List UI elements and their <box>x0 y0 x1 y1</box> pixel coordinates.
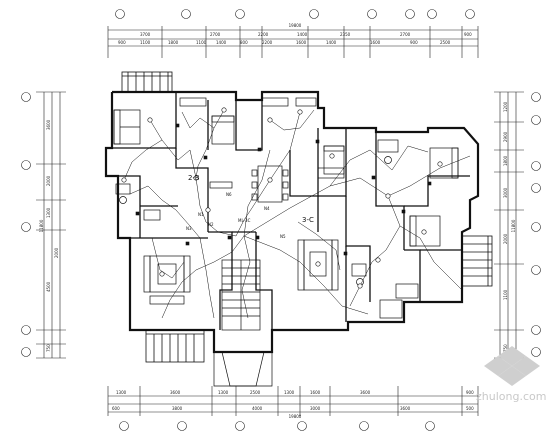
svg-text:3000: 3000 <box>310 406 321 411</box>
interior-walls <box>112 92 470 330</box>
bottom-overall-dimension: 19800 <box>289 414 302 419</box>
left-axis-bubbles <box>21 92 31 357</box>
svg-text:1100: 1100 <box>140 40 151 45</box>
top-overall-dimension: 19800 <box>289 23 302 28</box>
bottom-axis-bubbles <box>119 421 435 431</box>
svg-text:1600: 1600 <box>296 40 307 45</box>
left-dimension-chain <box>36 91 66 359</box>
svg-text:2000: 2000 <box>54 247 59 258</box>
svg-text:1200: 1200 <box>503 101 508 112</box>
top-axis-bubbles <box>115 9 475 19</box>
left-dims: 3600 2000 1300 2000 4500 750 <box>46 119 59 352</box>
svg-text:1600: 1600 <box>370 40 381 45</box>
top-dims-row1: 3700 2700 2200 1400 2350 2700 900 <box>140 32 472 37</box>
svg-text:1100: 1100 <box>196 40 207 45</box>
svg-text:3800: 3800 <box>172 406 183 411</box>
svg-text:1300: 1300 <box>218 390 229 395</box>
circuit-tag: N2 <box>208 222 214 227</box>
stair-core <box>213 259 273 387</box>
svg-text:1300: 1300 <box>116 390 127 395</box>
circuit-tag: N6 <box>226 192 232 197</box>
svg-text:800: 800 <box>240 40 248 45</box>
circuit-tag: N1 <box>198 212 204 217</box>
bottom-dims-row1: 1300 3600 1300 2500 1300 1600 3600 900 <box>116 390 474 395</box>
unit-label-2b: 2-B <box>188 174 200 182</box>
svg-text:4500: 4500 <box>46 281 51 292</box>
svg-text:900: 900 <box>466 390 474 395</box>
watermark-text: zhulong.com <box>476 390 546 403</box>
svg-text:750: 750 <box>46 344 51 352</box>
svg-text:3600: 3600 <box>400 406 411 411</box>
svg-text:2700: 2700 <box>210 32 221 37</box>
balconies <box>121 71 493 363</box>
svg-text:2200: 2200 <box>258 32 269 37</box>
svg-text:4000: 4000 <box>252 406 263 411</box>
svg-text:2900: 2900 <box>503 131 508 142</box>
svg-text:2200: 2200 <box>262 40 273 45</box>
svg-text:1400: 1400 <box>216 40 227 45</box>
bottom-dimension-chain <box>107 386 479 416</box>
svg-text:1800: 1800 <box>168 40 179 45</box>
svg-text:900: 900 <box>464 32 472 37</box>
svg-text:750: 750 <box>503 344 508 352</box>
right-dims: 1200 2900 1800 3000 2000 1100 750 <box>503 101 508 352</box>
circuit-tag: N5 <box>280 234 286 239</box>
svg-text:3600: 3600 <box>170 390 181 395</box>
svg-text:500: 500 <box>466 406 474 411</box>
svg-text:2500: 2500 <box>250 390 261 395</box>
panel-tags: ML-3C N1 N2 N3 N4 N5 N6 <box>186 192 286 239</box>
left-overall-dimension: 11800 <box>39 219 44 232</box>
electrical-wiring <box>123 109 471 319</box>
svg-text:2350: 2350 <box>340 32 351 37</box>
top-dimension-chain <box>107 26 479 58</box>
svg-text:3600: 3600 <box>46 119 51 130</box>
furniture <box>113 97 459 319</box>
electrical-symbols <box>121 107 443 289</box>
circuit-tag: N3 <box>186 226 192 231</box>
svg-text:1600: 1600 <box>310 390 321 395</box>
svg-text:1100: 1100 <box>503 289 508 300</box>
svg-text:1300: 1300 <box>284 390 295 395</box>
exterior-walls <box>104 90 480 354</box>
svg-text:2000: 2000 <box>503 233 508 244</box>
svg-text:1400: 1400 <box>297 32 308 37</box>
top-dims-row2: 900 1100 1800 1100 1400 800 2200 1600 14… <box>118 40 451 45</box>
distribution-panel-tag: ML-3C <box>238 218 251 223</box>
svg-text:3600: 3600 <box>360 390 371 395</box>
svg-text:1400: 1400 <box>326 40 337 45</box>
bottom-dims-row2: 600 3800 4000 3000 3600 500 <box>112 406 474 411</box>
right-dimension-chain <box>494 91 524 359</box>
svg-text:3700: 3700 <box>140 32 151 37</box>
svg-text:1300: 1300 <box>46 207 51 218</box>
svg-text:600: 600 <box>112 406 120 411</box>
svg-text:900: 900 <box>118 40 126 45</box>
svg-text:900: 900 <box>410 40 418 45</box>
right-axis-bubbles <box>531 92 541 357</box>
svg-text:2700: 2700 <box>400 32 411 37</box>
unit-label-3c: 3-C <box>302 216 314 224</box>
right-overall-dimension: 11800 <box>511 219 516 232</box>
circuit-tag: N4 <box>264 206 270 211</box>
svg-text:2000: 2000 <box>46 175 51 186</box>
svg-text:2500: 2500 <box>440 40 451 45</box>
switch-marks <box>135 123 432 256</box>
svg-text:1800: 1800 <box>503 155 508 166</box>
watermark-logo: zhulong.com <box>476 346 546 403</box>
svg-text:3000: 3000 <box>503 187 508 198</box>
